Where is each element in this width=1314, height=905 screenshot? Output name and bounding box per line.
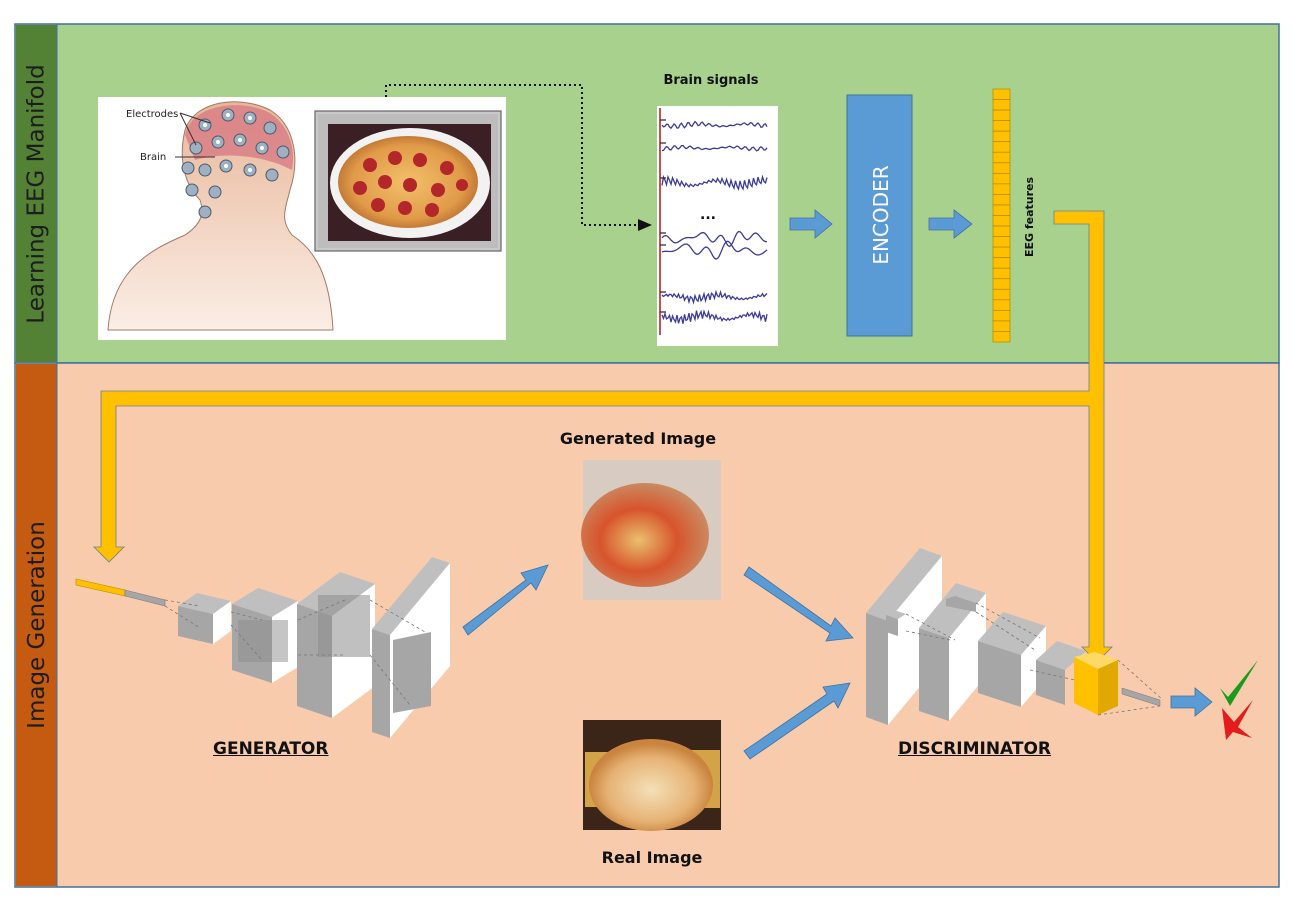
eeg-trace	[661, 289, 768, 305]
eeg-conditioning-block	[1074, 652, 1118, 669]
discriminator-network	[866, 548, 1164, 725]
eeg-feature-routing-arrow	[93, 210, 1113, 663]
feature-cell	[992, 141, 1011, 153]
feature-cell	[992, 236, 1011, 248]
stimulus-to-signal-connector	[385, 84, 652, 231]
eeg-trace	[661, 309, 768, 324]
generated-to-discriminator-arrow	[743, 566, 854, 642]
encoder-to-features-arrow	[928, 209, 973, 239]
feature-cell	[992, 299, 1011, 311]
feature-cell	[992, 320, 1011, 332]
generator-label: GENERATOR	[213, 739, 329, 759]
feature-cell	[992, 151, 1011, 164]
eeg-trace	[661, 240, 768, 260]
learning-eeg-manifold-label: Learning EEG Manifold	[23, 63, 50, 324]
feature-cell	[992, 88, 1011, 100]
feature-cell	[992, 331, 1011, 343]
cross-mark-icon	[1222, 700, 1253, 740]
feature-cell	[992, 183, 1011, 195]
brain-signals-title: Brain signals	[663, 73, 758, 88]
feature-cell	[992, 225, 1011, 237]
feature-cell	[992, 288, 1011, 301]
feature-cell	[992, 204, 1011, 216]
encoder-block	[846, 94, 913, 337]
real-pizza-shape	[589, 739, 713, 831]
feature-cell	[992, 109, 1011, 121]
feature-cell	[992, 172, 1011, 185]
eeg-trace	[661, 120, 768, 130]
feature-cell	[992, 120, 1011, 132]
eeg-subject-illustration	[107, 101, 334, 331]
signals-ellipsis: ...	[700, 207, 716, 223]
brain-label: Brain	[140, 152, 166, 163]
generator-network	[75, 557, 450, 738]
section-label-bottom: Image Generation	[16, 364, 57, 886]
feature-cell	[992, 246, 1011, 259]
electrodes-label: Electrodes	[126, 109, 178, 120]
feature-cell	[992, 257, 1011, 269]
feature-cell	[992, 194, 1011, 206]
image-generation-label: Image Generation	[23, 521, 50, 729]
generated-pizza-shape	[581, 483, 709, 587]
discriminator-label: DISCRIMINATOR	[898, 739, 1052, 759]
feature-cell	[992, 99, 1011, 111]
brain-signals-panel	[657, 106, 778, 346]
bottom-label-band	[16, 364, 57, 886]
feature-cell	[992, 278, 1011, 290]
eeg-traces	[660, 119, 768, 324]
eeg-trace	[661, 174, 768, 191]
feature-cell	[992, 267, 1011, 280]
real-image-title: Real Image	[602, 848, 703, 867]
stimulus-image-frame	[314, 110, 502, 252]
section-label-top: Learning EEG Manifold	[16, 25, 57, 362]
feature-cell	[992, 162, 1011, 174]
discriminator-output-arrow	[1170, 687, 1213, 717]
eeg-trace	[661, 230, 767, 248]
feature-cell	[992, 130, 1011, 143]
generator-to-generated-arrow	[462, 564, 549, 636]
encoder-label: ENCODER	[869, 165, 893, 264]
real-to-discriminator-arrow	[743, 682, 851, 760]
feature-cell	[992, 215, 1011, 227]
signal-to-encoder-arrow	[789, 209, 833, 239]
top-label-band	[16, 25, 57, 362]
eeg-trace	[661, 144, 768, 152]
eeg-features-label: EEG features	[1023, 177, 1036, 258]
generated-image-title: Generated Image	[560, 429, 716, 448]
feature-cell	[992, 310, 1011, 322]
eeg-feature-vector	[992, 88, 1011, 343]
